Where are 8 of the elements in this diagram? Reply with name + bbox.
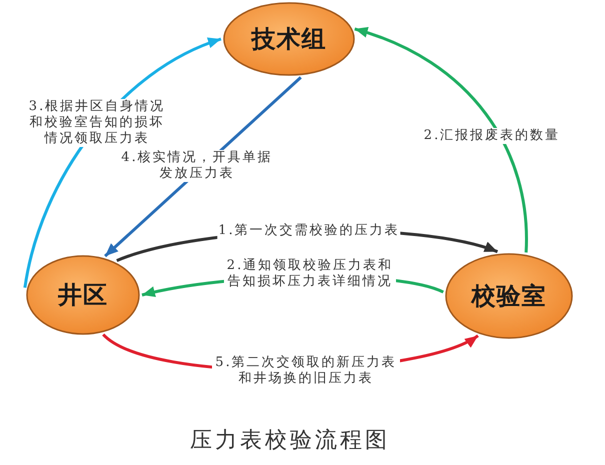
- edge-label: 1.第一次交需校验的压力表: [217, 223, 401, 239]
- ellipse-node: 校验室: [445, 253, 573, 339]
- ellipse-node: 井区: [26, 255, 140, 335]
- edge-label: 2.通知领取校验压力表和告知损坏压力表详细情况: [224, 258, 396, 290]
- ellipse-node: 技术组: [223, 2, 355, 76]
- arrow: [354, 27, 528, 252]
- diagram-caption: 压力表校验流程图: [190, 427, 390, 455]
- edge-label: 5.第二次交领取的新压力表和井场换的旧压力表: [212, 355, 400, 387]
